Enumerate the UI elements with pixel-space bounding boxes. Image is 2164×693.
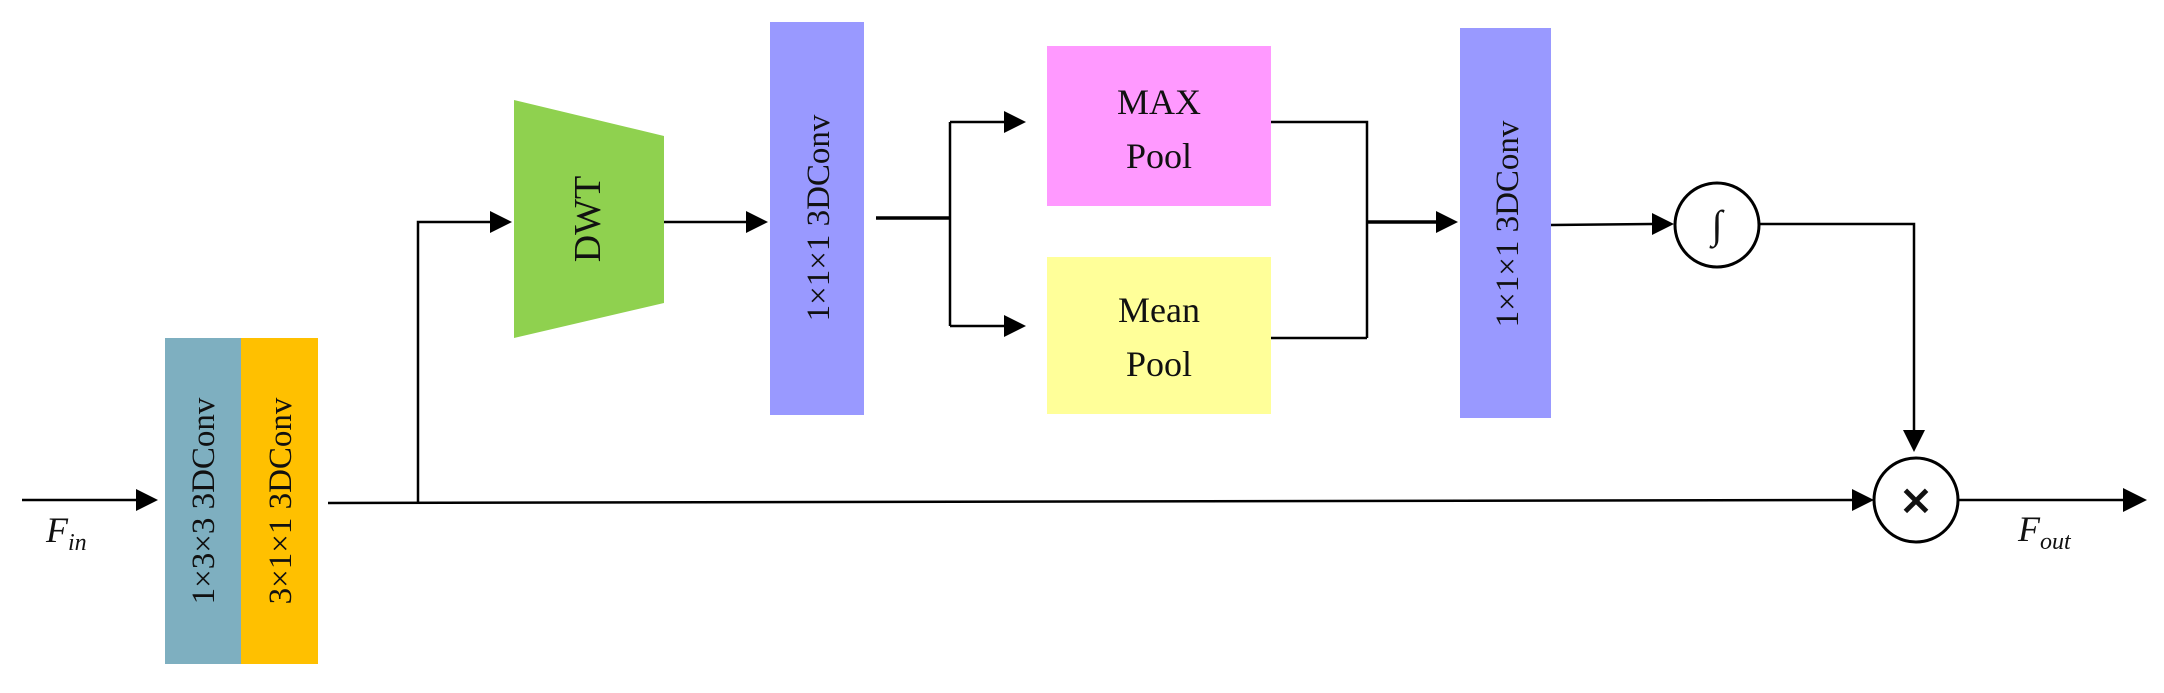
max-pool-block: MAX Pool: [1047, 46, 1271, 206]
main-trunk-arrowhead: [1852, 489, 1874, 511]
mean-pool-label-line1: Mean: [1118, 290, 1200, 330]
main-trunk-edge: [327, 498, 1856, 505]
multiply-circle: [1872, 456, 1960, 544]
dwt-arrowhead: [490, 211, 512, 233]
conv-1x1x1-a-rect: [770, 22, 864, 415]
integral-node: ∫: [1673, 181, 1761, 269]
integral-arrowhead: [1652, 213, 1674, 235]
max-pool-label-line1: MAX: [1117, 82, 1201, 122]
conv-1x1x1-b-rect: [1460, 28, 1551, 418]
conv-to-integral-edge: [1550, 222, 1655, 227]
conv-1x1x1-b-label: 1×1×1 3DConv: [1490, 120, 1526, 327]
conv-3x1x1-label: 3×1×1 3DConv: [263, 397, 299, 604]
output-arrowhead: [2123, 488, 2147, 512]
mean-pool-rect: [1047, 257, 1271, 414]
integral-to-multiply-edge: [1760, 222, 1916, 432]
conv-1x3x3-rect: [165, 338, 241, 664]
conv-b-arrowhead: [1436, 211, 1458, 233]
input-label: Fin: [45, 510, 87, 556]
conv-1x1x1-a-block: 1×1×1 3DConv: [770, 22, 864, 415]
conv-1x1x1-a-label: 1×1×1 3DConv: [801, 114, 837, 321]
output-label: Fout: [2017, 509, 2072, 555]
conv-3x1x1-rect: [241, 338, 318, 664]
mean-pool-arrowhead: [1004, 315, 1026, 337]
dwt-trapezoid: [514, 100, 664, 338]
dwt-label: DWT: [567, 176, 609, 263]
max-pool-label-line2: Pool: [1126, 136, 1192, 176]
conv-a-arrowhead: [746, 211, 768, 233]
branch-to-dwt-edge: [416, 220, 492, 503]
multiply-node: ×: [1872, 456, 1960, 544]
mean-pool-block: Mean Pool: [1047, 257, 1271, 414]
conv-1x1x1-b-block: 1×1×1 3DConv: [1460, 28, 1551, 418]
max-pool-rect: [1047, 46, 1271, 206]
mean-pool-label-line2: Pool: [1126, 344, 1192, 384]
connections: [22, 111, 2147, 512]
multiply-symbol: ×: [1898, 475, 1933, 524]
conv-1x3x3-label: 1×3×3 3DConv: [186, 397, 222, 604]
conv-3x1x1-block: 3×1×1 3DConv: [241, 338, 318, 664]
integral-symbol: ∫: [1709, 202, 1726, 249]
multiply-arrowhead: [1903, 430, 1925, 452]
conv-1x3x3-block: 1×3×3 3DConv: [165, 338, 241, 664]
max-to-merge-edge: [1271, 120, 1369, 338]
dwt-block: DWT: [514, 100, 664, 338]
integral-circle: [1673, 181, 1761, 269]
max-pool-arrowhead: [1004, 111, 1026, 133]
input-arrowhead: [136, 489, 158, 511]
